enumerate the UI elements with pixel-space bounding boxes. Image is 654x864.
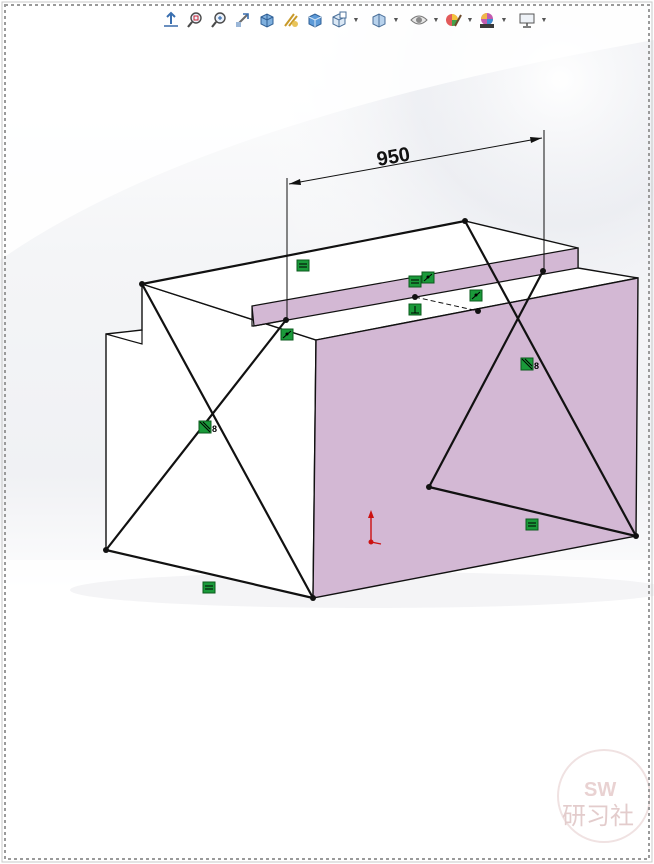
relation-badge-perpendicular[interactable] xyxy=(408,303,422,316)
relation-badge-coincident-groove-2[interactable] xyxy=(421,271,435,284)
relation-badge-coincident-corner[interactable] xyxy=(280,328,294,341)
relation-badge-coincident-groove[interactable] xyxy=(408,275,422,288)
dimension-value-text: 950 xyxy=(375,143,412,170)
watermark-text: 研习社 xyxy=(562,802,634,830)
watermark-logo: SW 研习社 xyxy=(557,749,650,843)
relation-badge-horizontal-top[interactable] xyxy=(296,259,310,272)
watermark-sw: SW xyxy=(584,779,616,801)
relation-badge-midpoint[interactable] xyxy=(469,289,483,302)
equal-relation-label-left: 8 xyxy=(212,424,217,434)
equal-relation-label-right: 8 xyxy=(534,361,539,371)
relation-badge-horizontal-left-bottom[interactable] xyxy=(202,581,216,594)
relation-badge-horizontal-right-bottom[interactable] xyxy=(525,518,539,531)
